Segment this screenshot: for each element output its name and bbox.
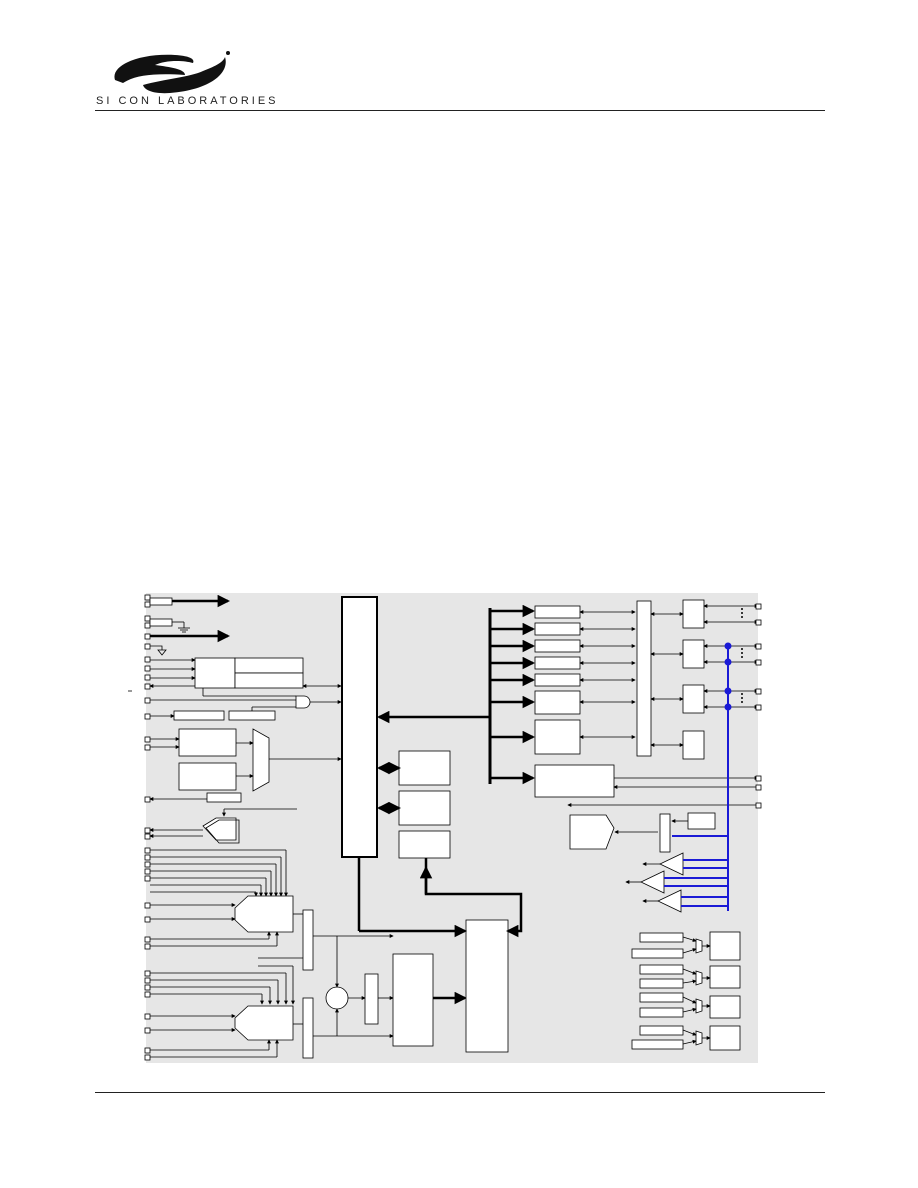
- analog-bus: [664, 642, 732, 911]
- port-dots: [741, 608, 743, 703]
- right-pins: [755, 603, 762, 809]
- brand-wordmark: SI CON LABORATORIES: [96, 95, 279, 107]
- header-rule: [95, 110, 825, 111]
- silicon-labs-logo-icon: [114, 51, 230, 94]
- left-pins: [144, 594, 151, 1061]
- block-diagram: [128, 593, 762, 1063]
- footer-rule: [95, 1092, 825, 1093]
